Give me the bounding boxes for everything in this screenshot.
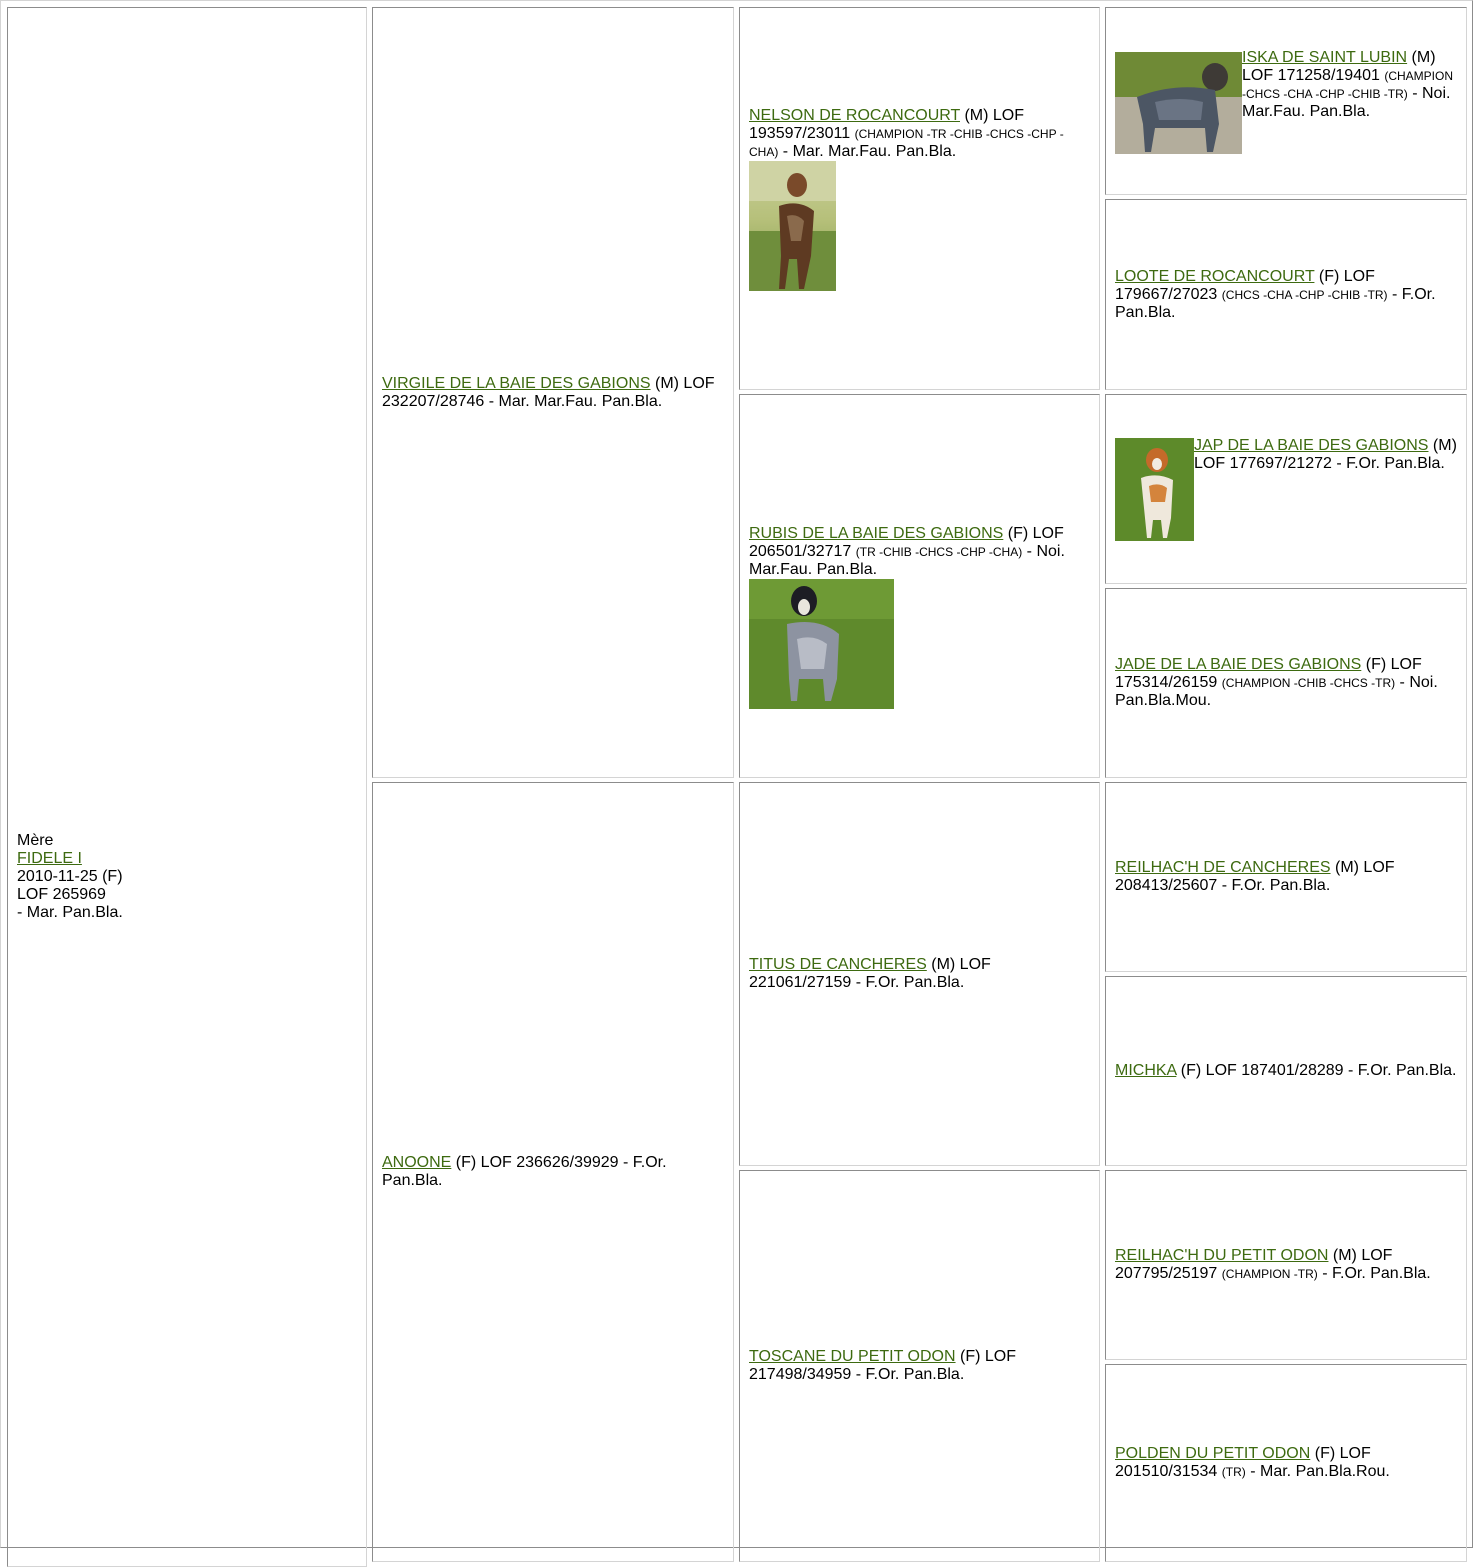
gen4-colors-2: - F.Or. Pan.Bla. xyxy=(1115,285,1436,321)
gen3-name-link-1[interactable]: NELSON DE ROCANCOURT xyxy=(749,106,960,124)
gen4-cell-7: REILHAC'H DU PETIT ODON (M) LOF 207795/2… xyxy=(1105,1170,1467,1360)
gen4-name-link-5[interactable]: REILHAC'H DE CANCHERES xyxy=(1115,859,1331,876)
gen4-colors-4: - Noi. Pan.Bla.Mou. xyxy=(1115,674,1438,709)
sire-info: (M) LOF 232207/28746 - Mar. Mar.Fau. Pan… xyxy=(382,374,715,410)
gen4-info-7: (M) LOF 207795/25197 xyxy=(1115,1247,1393,1282)
gen3-colors-1: - Mar. Mar.Fau. Pan.Bla. xyxy=(778,142,957,160)
gen3-info-2: (F) LOF 206501/32717 xyxy=(749,525,1064,560)
sire-cell: VIRGILE DE LA BAIE DES GABIONS (M) LOF 2… xyxy=(372,7,734,778)
gen4-cell-2: LOOTE DE ROCANCOURT (F) LOF 179667/27023… xyxy=(1105,199,1467,390)
gen4-info-2: (F) LOF 179667/27023 xyxy=(1115,267,1375,303)
mother-name-link[interactable]: FIDELE I xyxy=(17,850,82,867)
gen4-name-link-4[interactable]: JADE DE LA BAIE DES GABIONS xyxy=(1115,656,1362,673)
dam-info: (F) LOF 236626/39929 - F.Or. Pan.Bla. xyxy=(382,1154,667,1189)
gen3-cell-2: RUBIS DE LA BAIE DES GABIONS (F) LOF 206… xyxy=(739,394,1100,778)
gen4-cell-5: REILHAC'H DE CANCHERES (M) LOF 208413/25… xyxy=(1105,782,1467,972)
gen3-name-link-2[interactable]: RUBIS DE LA BAIE DES GABIONS xyxy=(749,525,1004,542)
gen3-titles-1: (CHAMPION -TR -CHIB -CHCS -CHP -CHA) xyxy=(749,126,1064,159)
dam-name-link[interactable]: ANOONE xyxy=(382,1154,452,1171)
gen3-info-3: (M) LOF 221061/27159 - F.Or. Pan.Bla. xyxy=(749,956,991,991)
mother-birth: 2010-11-25 (F) xyxy=(17,868,123,885)
mother-colors: - Mar. Pan.Bla. xyxy=(17,904,123,921)
gen3-colors-2: - Noi. Mar.Fau. Pan.Bla. xyxy=(749,543,1065,578)
gen4-colors-8: - Mar. Pan.Bla.Rou. xyxy=(1245,1463,1390,1480)
mother-cell: Mère FIDELE I 2010-11-25 (F) LOF 265969 … xyxy=(7,7,367,1567)
gen4-name-link-2[interactable]: LOOTE DE ROCANCOURT xyxy=(1115,267,1315,285)
gen4-name-link-8[interactable]: POLDEN DU PETIT ODON xyxy=(1115,1445,1311,1462)
mother-role: Mère xyxy=(17,832,54,849)
gen4-info-4: (F) LOF 175314/26159 xyxy=(1115,656,1422,691)
gen3-name-link-4[interactable]: TOSCANE DU PETIT ODON xyxy=(749,1348,956,1365)
gen4-info-5: (M) LOF 208413/25607 - F.Or. Pan.Bla. xyxy=(1115,859,1395,894)
dog-photo-iska[interactable] xyxy=(1115,51,1242,154)
gen3-cell-3: TITUS DE CANCHERES (M) LOF 221061/27159 … xyxy=(739,782,1100,1166)
gen4-cell-6: MICHKA (F) LOF 187401/28289 - F.Or. Pan.… xyxy=(1105,976,1467,1166)
sire-name-link[interactable]: VIRGILE DE LA BAIE DES GABIONS xyxy=(382,374,651,392)
gen4-name-link-3[interactable]: JAP DE LA BAIE DES GABIONS xyxy=(1194,437,1429,454)
gen4-titles-1: (CHAMPION -CHCS -CHA -CHP -CHIB -TR) xyxy=(1242,68,1454,101)
gen3-info-1: (M) LOF 193597/23011 xyxy=(749,106,1024,142)
gen4-info-6: (F) LOF 187401/28289 - F.Or. Pan.Bla. xyxy=(1176,1062,1457,1079)
gen3-info-4: (F) LOF 217498/34959 - F.Or. Pan.Bla. xyxy=(749,1348,1016,1383)
gen3-titles-2: (TR -CHIB -CHCS -CHP -CHA) xyxy=(855,545,1023,559)
gen4-info-8: (F) LOF 201510/31534 xyxy=(1115,1445,1371,1480)
mother-lof: LOF 265969 xyxy=(17,886,106,903)
dog-photo-rubis[interactable] xyxy=(749,579,894,709)
dog-photo-nelson[interactable] xyxy=(749,160,836,291)
gen4-info-1: (M) LOF 171258/19401 xyxy=(1242,48,1436,84)
gen4-colors-7: - F.Or. Pan.Bla. xyxy=(1317,1265,1431,1282)
gen3-cell-1: NELSON DE ROCANCOURT (M) LOF 193597/2301… xyxy=(739,7,1100,390)
gen4-titles-2: (CHCS -CHA -CHP -CHIB -TR) xyxy=(1221,287,1388,302)
gen4-name-link-1[interactable]: ISKA DE SAINT LUBIN xyxy=(1242,48,1408,66)
gen3-cell-4: TOSCANE DU PETIT ODON (F) LOF 217498/349… xyxy=(739,1170,1100,1562)
gen3-name-link-3[interactable]: TITUS DE CANCHERES xyxy=(749,956,927,973)
gen4-cell-4: JADE DE LA BAIE DES GABIONS (F) LOF 1753… xyxy=(1105,588,1467,778)
gen4-cell-8: POLDEN DU PETIT ODON (F) LOF 201510/3153… xyxy=(1105,1364,1467,1562)
gen4-name-link-6[interactable]: MICHKA xyxy=(1115,1062,1177,1079)
dog-photo-jap[interactable] xyxy=(1115,438,1194,541)
dam-cell: ANOONE (F) LOF 236626/39929 - F.Or. Pan.… xyxy=(372,782,734,1562)
gen4-cell-3: JAP DE LA BAIE DES GABIONS (M) LOF 17769… xyxy=(1105,394,1467,584)
gen4-name-link-7[interactable]: REILHAC'H DU PETIT ODON xyxy=(1115,1247,1329,1264)
gen4-titles-7: (CHAMPION -TR) xyxy=(1221,1267,1318,1281)
gen4-info-3: (M) LOF 177697/21272 - F.Or. Pan.Bla. xyxy=(1194,437,1457,472)
gen4-cell-1: ISKA DE SAINT LUBIN (M) LOF 171258/19401… xyxy=(1105,7,1467,195)
gen4-titles-4: (CHAMPION -CHIB -CHCS -TR) xyxy=(1221,676,1396,690)
gen4-colors-1: - Noi. Mar.Fau. Pan.Bla. xyxy=(1242,84,1451,120)
gen4-titles-8: (TR) xyxy=(1221,1465,1246,1479)
